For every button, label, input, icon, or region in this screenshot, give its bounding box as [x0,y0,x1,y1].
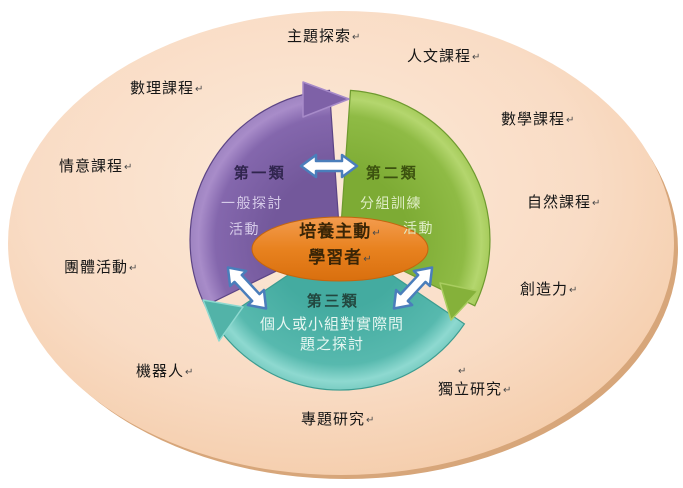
segment-3-body: 個人或小組對實際問 題之探討 [247,315,417,355]
segment-1-header: 第一類 [233,165,287,182]
segment-1-body-line1: 一般探討 [221,195,283,211]
segment-3-teal [214,239,466,391]
return-mark-icon: ↵ [195,84,204,95]
return-mark-icon: ↵ [366,415,375,426]
segment-3-header: 第三類 [306,293,360,310]
return-mark-icon: ↵ [592,198,601,209]
double-arrow-bottom-right [392,266,434,310]
double-arrow-top [299,153,359,179]
segment-2-header: 第二類 [365,165,419,182]
return-mark-icon: ↵ [503,385,512,396]
label-nature-curriculum: 自然課程↵ [527,195,601,211]
segment-3-body-line2: 題之探討 [299,336,364,353]
label-project-research: 專題研究↵ [301,412,375,428]
segment-1-body-line2: 活動 [229,221,260,237]
label-humanities-curriculum: 人文課程↵ [407,49,481,65]
segment-2-body-line2: 活動 [403,220,434,236]
double-arrow-bottom-left [226,266,268,310]
return-mark-icon: ↵ [124,162,133,173]
segment-2-body-line1: 分組訓練 [360,195,422,211]
center-label: 培養主動↵ 學習者↵ [252,220,428,272]
segment-3-body-line1: 個人或小組對實際問 [259,316,404,333]
segment-2-arrowhead [439,282,479,321]
center-label-line2: 學習者↵ [308,248,372,267]
return-mark-icon: ↵ [472,52,481,63]
return-mark-icon: ↵ [185,367,194,378]
label-theme-exploration: 主題探索↵ [287,29,361,45]
segment-3-arrowhead [202,299,244,342]
return-mark-icon: ↵ [352,32,361,43]
label-group-activities: 團體活動↵ [64,260,138,276]
label-mathematics-curriculum: 數學課程↵ [501,112,575,128]
label-independent-study: 獨立研究↵ [438,382,512,398]
label-creativity: 創造力↵ [520,282,578,298]
standalone-return-mark: ↵ [457,362,466,381]
segment-1-arrowhead [302,81,350,118]
return-mark-icon: ↵ [566,115,575,126]
return-mark-icon: ↵ [458,366,467,377]
label-math-science-curriculum: 數理課程↵ [130,81,204,97]
return-mark-icon: ↵ [363,254,372,265]
center-label-line1: 培養主動↵ [299,222,381,241]
return-mark-icon: ↵ [372,228,381,239]
return-mark-icon: ↵ [129,263,138,274]
center-ellipse [251,216,429,282]
label-affective-curriculum: 情意課程↵ [59,159,133,175]
return-mark-icon: ↵ [569,285,578,296]
label-robotics: 機器人↵ [136,364,194,380]
